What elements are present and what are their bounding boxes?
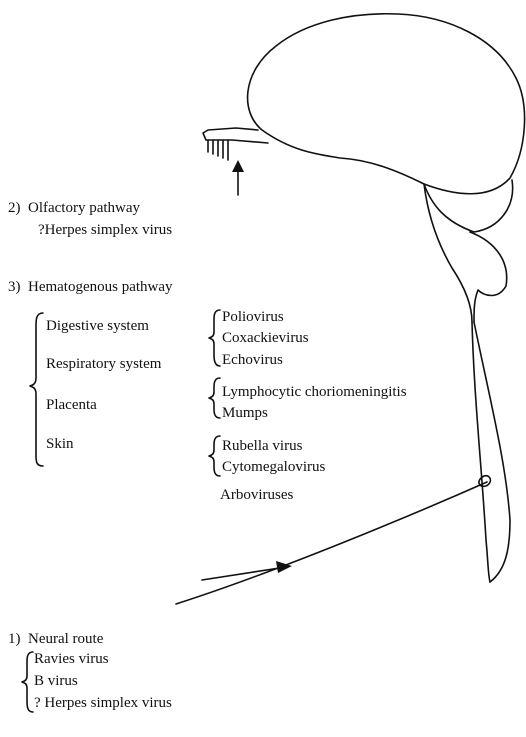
source-respiratory-system: Respiratory system bbox=[46, 357, 161, 372]
neural-virus-b: B virus bbox=[34, 674, 78, 689]
neural-virus-ravies: Ravies virus bbox=[34, 652, 109, 667]
olfactory-heading: 2) Olfactory pathway bbox=[8, 201, 140, 216]
hematogenous-heading: 3) Hematogenous pathway bbox=[8, 280, 173, 295]
neural-viruses-brace bbox=[22, 652, 33, 712]
olfactory-nerve-fibers bbox=[208, 140, 228, 160]
source-skin: Skin bbox=[46, 437, 74, 452]
virus-poliovirus: Poliovirus bbox=[222, 310, 284, 325]
sources-brace bbox=[30, 313, 43, 466]
spinal-cord-left-outline bbox=[424, 184, 490, 582]
olfactory-arrow-head bbox=[232, 160, 244, 172]
virus-mumps: Mumps bbox=[222, 406, 268, 421]
virus-coxackievirus: Coxackievirus bbox=[222, 331, 309, 346]
cerebellum-lower-outline bbox=[470, 232, 507, 322]
source-digestive-system: Digestive system bbox=[46, 319, 149, 334]
neural-route-arrow-shaft bbox=[202, 567, 286, 580]
virus-echovirus: Echovirus bbox=[222, 353, 283, 368]
neural-heading: 1) Neural route bbox=[8, 632, 103, 647]
virus-rubella: Rubella virus bbox=[222, 439, 302, 454]
virus-cytomegalovirus: Cytomegalovirus bbox=[222, 460, 325, 475]
virus-arboviruses: Arboviruses bbox=[220, 488, 293, 503]
source-placenta: Placenta bbox=[46, 398, 97, 413]
virus-group-2-brace bbox=[209, 378, 220, 418]
virus-lymphocytic-choriomeningitis: Lymphocytic choriomeningitis bbox=[222, 385, 407, 400]
virus-group-3-brace bbox=[209, 436, 220, 476]
virus-group-1-brace bbox=[209, 310, 220, 366]
cerebrum-outline bbox=[248, 14, 525, 194]
olfactory-virus: ?Herpes simplex virus bbox=[38, 223, 172, 238]
neural-virus-herpes-simplex: ? Herpes simplex virus bbox=[34, 696, 172, 711]
